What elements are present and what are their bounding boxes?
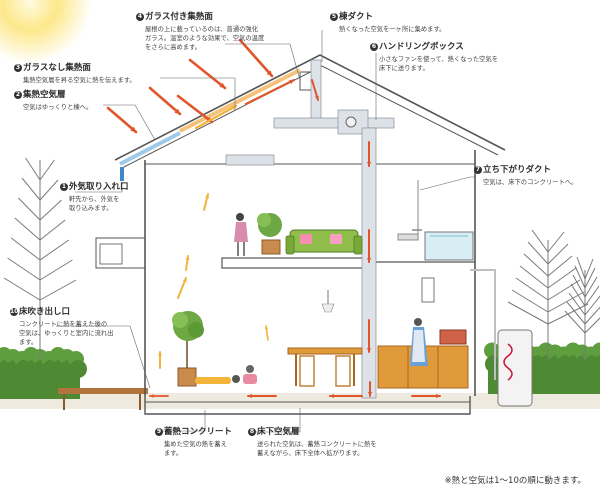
callout-title-text: 集熱空気層 — [23, 90, 66, 100]
potted-plant-upper — [257, 213, 282, 255]
callout-description-line: ます。 — [164, 450, 183, 457]
callout-number: 10 — [10, 308, 19, 316]
sofa — [285, 229, 363, 255]
callout-number: 4 — [136, 13, 144, 21]
callout-description: 屋根の上に載っているのは、普通の強化ガラス。温室のような効果で、空気の温度をさら… — [136, 25, 264, 52]
callout-title-text: 棟ダクト — [339, 12, 374, 22]
callout-description-line: 集めた空気の熱を蓄え — [164, 441, 227, 448]
callout-description: 送られた空気は、蓄熱コンクリートに熱を蓄えながら、床下全体へ拡がります。 — [248, 440, 377, 458]
dining-table — [287, 347, 363, 387]
callout-description: コンクリートに熱を蓄えた後の空気は、ゆっくりと室内に流れ出ます。 — [10, 320, 113, 347]
callout-description-line: 熱くなった空気を一ヶ所に集めます。 — [339, 26, 446, 33]
callout-description-line: コンクリートに熱を蓄えた後の — [19, 321, 108, 328]
intake-marker — [120, 167, 124, 181]
fan-icon — [345, 116, 357, 128]
wooden-deck — [58, 388, 148, 410]
bathroom — [397, 180, 474, 261]
callout-title-text: ガラスなし集熱面 — [23, 63, 91, 73]
callout-number: 8 — [248, 428, 256, 436]
callout-description-line: 屋根の上に載っているのは、普通の強化 — [145, 26, 259, 33]
callout-description-line: 蓄えながら、床下全体へ拡がります。 — [257, 450, 364, 457]
callout-description-line: 集熱空気層を昇る空気に熱を伝えます。 — [23, 77, 136, 84]
callout-description: 小さなファンを使って、熱くなった空気を床下に送ります。 — [370, 55, 498, 73]
callout-description: 集熱空気層を昇る空気に熱を伝えます。 — [14, 76, 136, 85]
callout-number: 2 — [14, 91, 22, 99]
footnote: ※熱と空気は1〜10の順に動きます。 — [444, 476, 587, 486]
callout-title-text: ハンドリングボックス — [379, 42, 464, 52]
callout-description-line: ます。 — [19, 339, 38, 346]
callout-title-text: ガラス付き集熱面 — [145, 12, 213, 22]
callout-title-text: 床吹き出し口 — [19, 307, 71, 317]
glass-collector-surface — [179, 68, 301, 133]
person-upper — [234, 213, 248, 256]
leader-lines — [56, 30, 474, 433]
callout-description: 熱くなった空気を一ヶ所に集めます。 — [330, 25, 445, 34]
sun-icon — [0, 0, 92, 64]
house-outline — [95, 54, 506, 415]
unglazed-collector-surface — [119, 131, 181, 166]
callout-description-line: をさらに高めます。 — [145, 44, 202, 51]
callout-description: 空気はゆっくりと棟へ。 — [14, 103, 92, 112]
callout-title-text: 蓄熱コンクリート — [164, 427, 233, 437]
callout-title: 10床吹き出し口 — [10, 307, 113, 318]
airflow-arrows — [106, 38, 441, 399]
potted-plant-lower — [172, 311, 204, 387]
people-on-floor — [195, 365, 257, 384]
callout-number: 1 — [60, 183, 68, 191]
callout-number: 7 — [474, 166, 482, 174]
callout-number: 6 — [370, 43, 378, 51]
callout-description: 空気は、床下のコンクリートへ。 — [474, 178, 577, 187]
callout-description-line: 空気は、ゆっくりと室内に流れ出 — [19, 330, 114, 337]
callout-title-text: 立ち下がりダクト — [483, 165, 552, 175]
callout-number: 5 — [330, 13, 338, 21]
callout-title-text: 外気取り入れ口 — [69, 182, 129, 192]
water-heater — [497, 329, 533, 407]
callout-number: 3 — [14, 64, 22, 72]
callout-10: 10床吹き出し口コンクリートに熱を蓄えた後の空気は、ゆっくりと室内に流れ出ます。 — [10, 307, 113, 347]
ground — [0, 393, 600, 409]
tree-group — [3, 157, 600, 360]
kitchen — [377, 318, 469, 389]
callout-description-line: 床下に送ります。 — [379, 65, 429, 72]
callout-description-line: 取り込みます。 — [69, 205, 113, 212]
callout-description-line: 空気は、床下のコンクリートへ。 — [483, 179, 578, 186]
callout-description-line: ガラス。温室のような効果で、空気の温度 — [145, 35, 265, 42]
callout-description: 軒先から、外気を取り込みます。 — [60, 195, 129, 213]
callout-title-text: 床下空気層 — [257, 427, 300, 437]
callout-description-line: 軒先から、外気を — [69, 196, 120, 203]
callout-description-line: 空気はゆっくりと棟へ。 — [23, 104, 93, 111]
pendant-lamp — [321, 303, 335, 313]
callout-description: 集めた空気の熱を蓄えます。 — [155, 440, 232, 458]
callout-description-line: 小さなファンを使って、熱くなった空気を — [379, 56, 499, 63]
callout-description-line: 送られた空気は、蓄熱コンクリートに熱を — [257, 441, 377, 448]
callout-number: 9 — [155, 428, 163, 436]
